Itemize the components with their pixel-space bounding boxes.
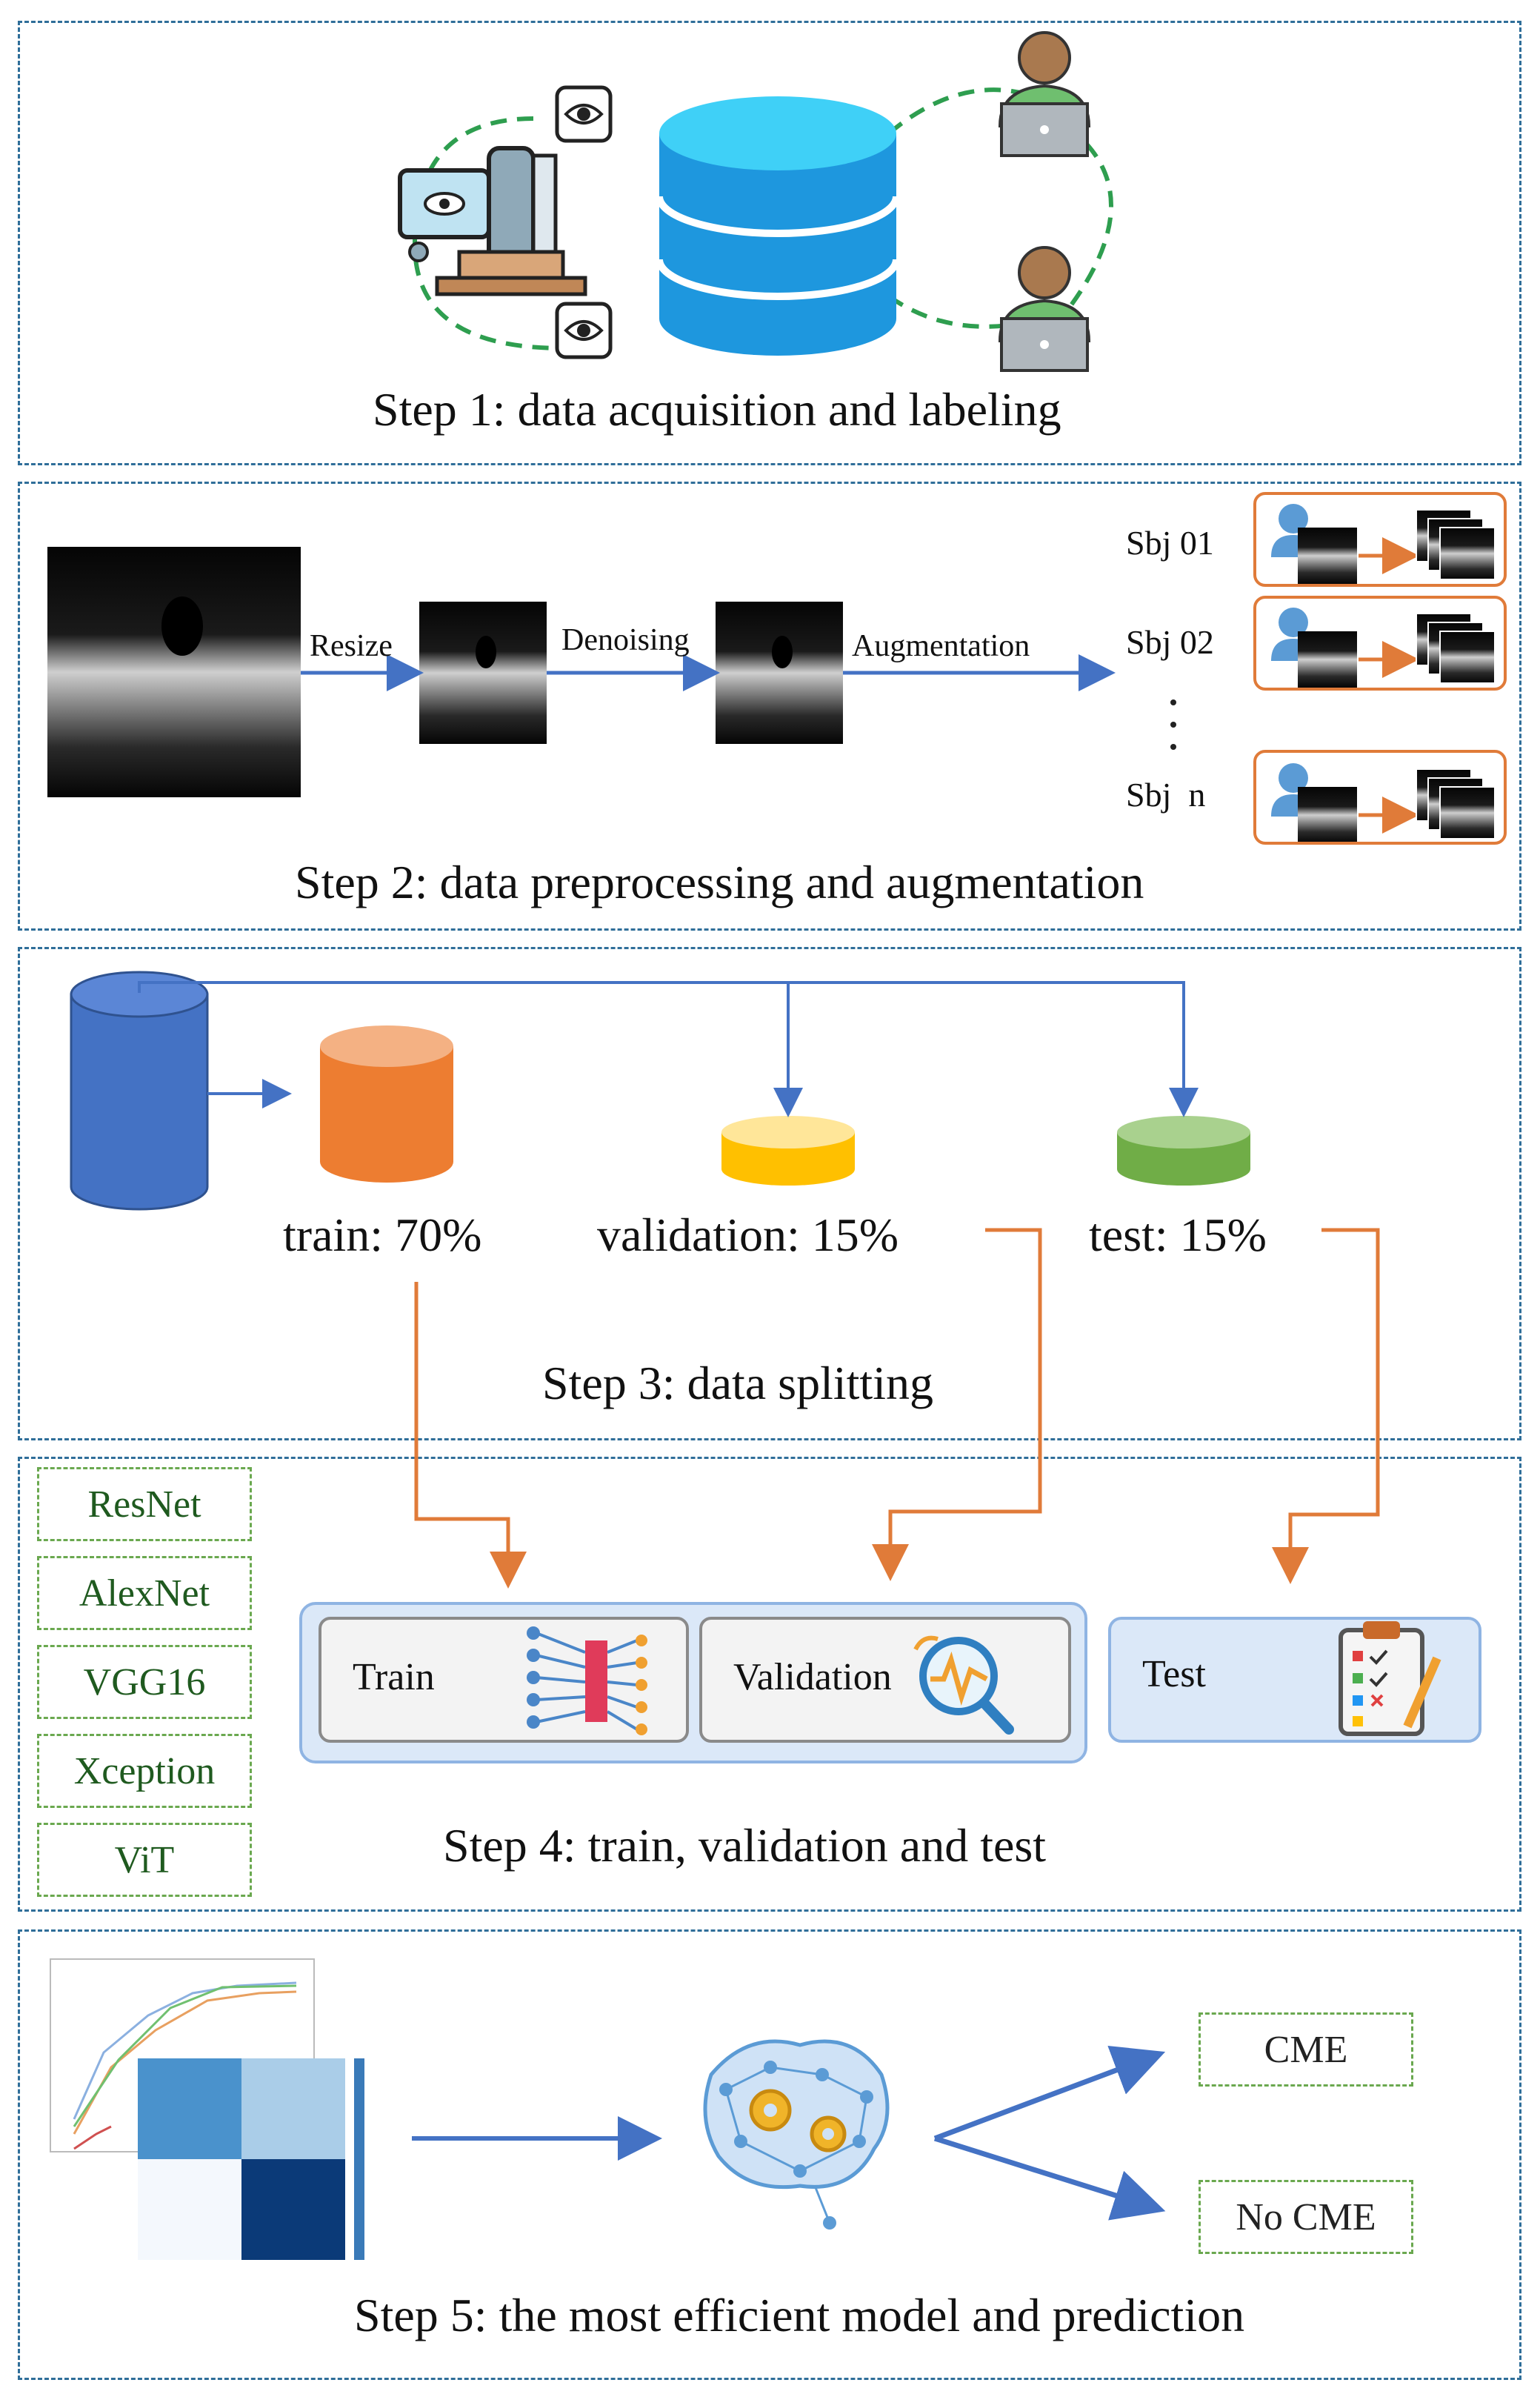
split-label-validation: validation: 15% [597,1209,899,1261]
source-dataset-cylinder [70,971,209,1211]
train-stage-label: Train [353,1656,435,1698]
step1-panel [18,21,1521,465]
train-cylinder [320,1025,453,1183]
model-option: ViT [37,1823,252,1897]
confusion-matrix-thumbnail [138,2058,364,2260]
subject-box [1253,750,1507,845]
augmentation-label: Augmentation [852,629,1030,663]
model-option: VGG16 [37,1645,252,1719]
split-label-test: test: 15% [1089,1209,1267,1261]
subject-box [1253,492,1507,587]
oct-scanner-icon [398,146,587,296]
model-option: ResNet [37,1467,252,1541]
oct-image-resized [419,602,547,744]
validation-stage-box [699,1617,1071,1743]
subject-augmentation-row [1271,608,1496,688]
prediction-output-cme: CME [1199,2012,1413,2087]
doctor-laptop-icon [998,31,1091,157]
step3-panel [18,947,1521,1440]
train-stage-box [319,1617,689,1743]
step2-panel [18,482,1521,931]
prediction-output-no-cme: No CME [1199,2180,1413,2254]
eye-icon [555,302,613,359]
subject-label: Sbj 02 [1126,623,1214,661]
oct-image-large [47,547,301,797]
validation-cylinder [721,1116,855,1186]
step4-caption: Step 4: train, validation and test [443,1819,1047,1872]
subject-augmentation-row [1271,504,1496,584]
test-cylinder [1117,1116,1250,1186]
oct-image-denoised [716,602,843,744]
step4-graphics [414,1228,1441,1736]
doctor-laptop-icon [998,246,1091,372]
split-label-train: train: 70% [283,1209,482,1261]
subject-augmentation-row [1271,763,1496,843]
brain-network-icon [703,2039,890,2230]
model-option: Xception [37,1734,252,1808]
eye-icon [555,85,613,143]
magnifier-chart-icon [913,1635,1014,1735]
neural-network-icon [527,1626,647,1735]
clipboard-checklist-icon [1339,1621,1441,1736]
step3-caption: Step 3: data splitting [542,1357,933,1409]
test-stage-label: Test [1142,1653,1206,1695]
model-option: AlexNet [37,1556,252,1630]
step2-graphics [47,504,1496,843]
database-icon [656,96,900,356]
step3-graphics [70,971,1250,1211]
step1-graphics [398,31,1113,372]
step5-panel [18,1929,1521,2380]
step4-panel [18,1457,1521,1912]
step2-caption: Step 2: data preprocessing and augmentat… [295,856,1144,908]
denoising-label: Denoising [561,623,690,657]
resize-label: Resize [310,629,393,663]
step5-caption: Step 5: the most efficient model and pre… [354,2289,1245,2341]
subject-label: Sbj 01 [1126,524,1214,562]
validation-stage-label: Validation [733,1656,892,1698]
subject-box [1253,596,1507,691]
step1-caption: Step 1: data acquisition and labeling [373,383,1061,436]
subject-label: Sbj n [1126,776,1206,814]
